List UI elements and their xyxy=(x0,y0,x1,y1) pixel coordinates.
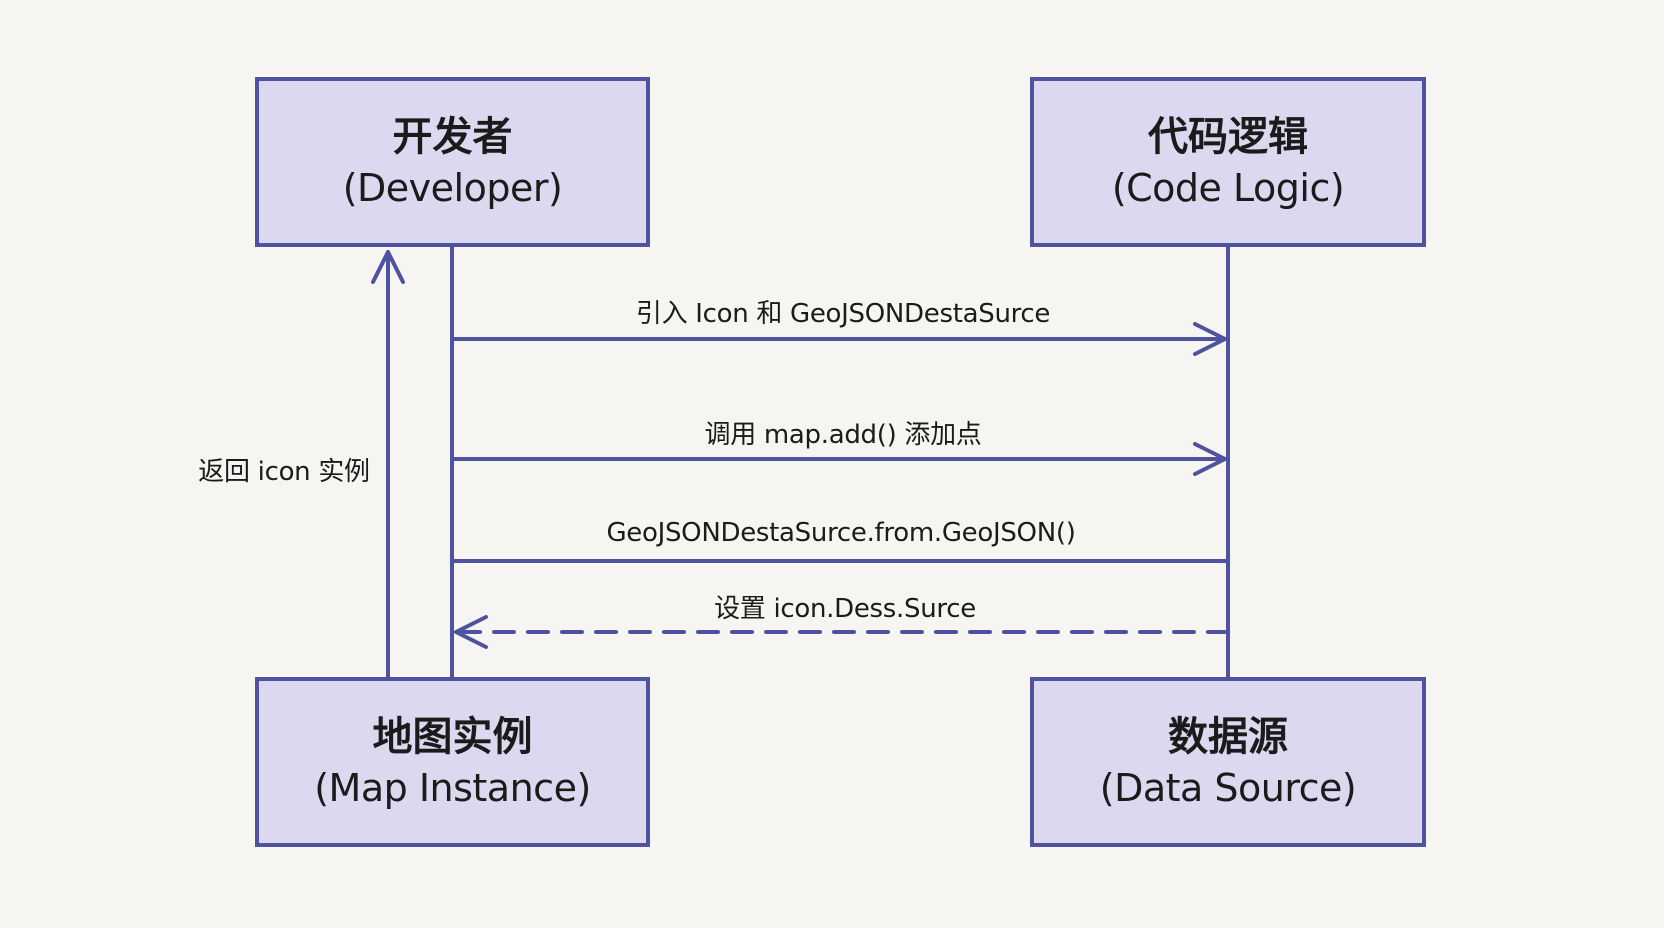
message-2-arrowhead xyxy=(1193,442,1227,476)
node-map-instance-title: 地图实例 xyxy=(372,714,533,760)
message-1-label: 引入 Icon 和 GeoJSONDestaSurce xyxy=(635,299,1051,329)
node-developer-subtitle: (Developer) xyxy=(342,166,563,210)
return-message-label: 返回 icon 实例 xyxy=(198,457,370,487)
node-code-logic-title: 代码逻辑 xyxy=(1148,114,1308,160)
node-data-source-subtitle: (Data Source) xyxy=(1099,766,1357,810)
node-developer: 开发者 (Developer) xyxy=(255,77,650,247)
message-3-label: GeoJSONDestaSurce.from.GeoJSON() xyxy=(606,518,1076,548)
node-map-instance-subtitle: (Map Instance) xyxy=(314,766,591,810)
node-code-logic: 代码逻辑 (Code Logic) xyxy=(1030,77,1426,247)
node-developer-title: 开发者 xyxy=(392,114,513,160)
node-code-logic-subtitle: (Code Logic) xyxy=(1111,166,1345,210)
return-arrow-head xyxy=(371,250,405,284)
node-data-source: 数据源 (Data Source) xyxy=(1030,677,1426,847)
node-data-source-title: 数据源 xyxy=(1168,714,1288,760)
message-1-arrowhead xyxy=(1193,322,1227,356)
message-4-arrowhead xyxy=(454,615,488,649)
message-4-label: 设置 icon.Dess.Surce xyxy=(714,594,976,624)
message-2-label: 调用 map.add() 添加点 xyxy=(704,420,982,450)
node-map-instance: 地图实例 (Map Instance) xyxy=(255,677,650,847)
